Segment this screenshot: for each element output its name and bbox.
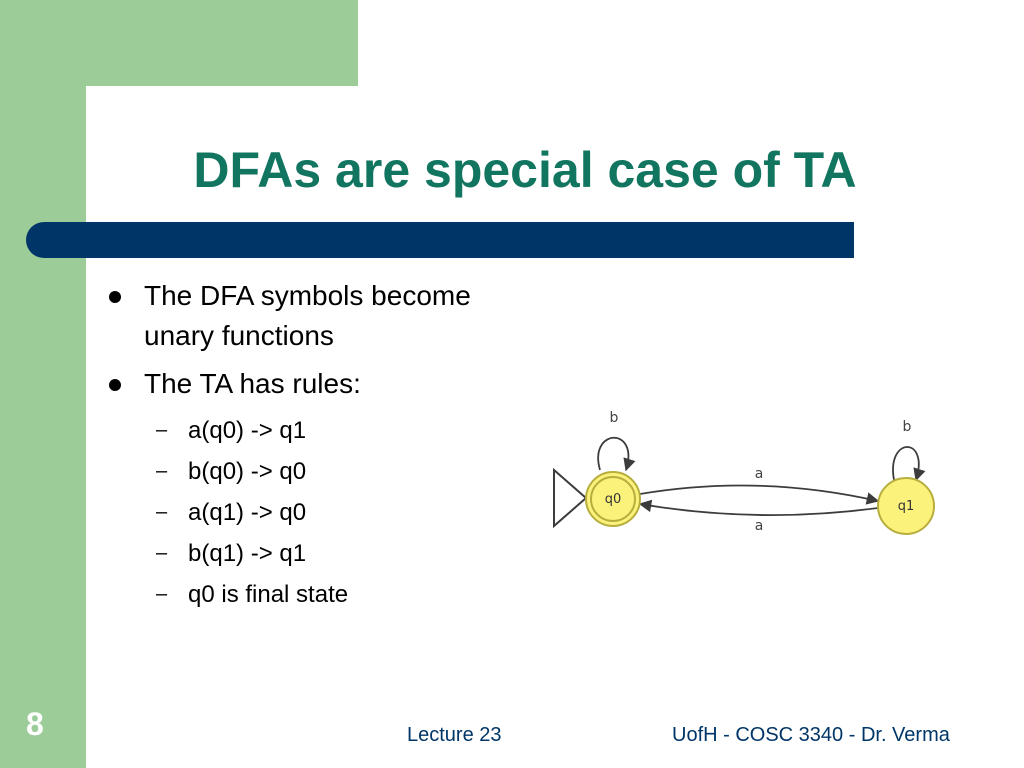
rule-text: a(q1) -> q0 [188,499,307,526]
bullet-dot-icon [109,379,121,391]
edge-label-q0-to-q1: a [755,466,764,482]
rule-text: q0 is final state [188,581,349,608]
rule-item: –q0 is final state [144,574,546,615]
footer-course: UofH - COSC 3340 - Dr. Verma [672,724,950,746]
bullet-list: The DFA symbols become unary functions T… [106,276,546,615]
start-arrow-icon [553,467,588,529]
bullet-item: The TA has rules: [106,364,546,404]
bullet-text: The TA has rules: [144,368,361,399]
state-q1 [877,477,935,535]
edge-q1-self-loop [892,446,926,482]
edge-q0-self-loop [597,436,636,472]
state-label-q0: q0 [605,492,622,507]
edge-label-q1-to-q0: a [755,518,764,534]
slide-title: DFAs are special case of TA [193,142,857,198]
dash-icon: – [156,460,168,482]
rule-item: –a(q0) -> q1 [144,410,546,451]
edge-q1-to-q0 [638,499,879,517]
state-q0 [585,471,641,527]
edge-q0-to-q1 [639,484,880,505]
dash-icon: – [156,419,168,441]
dash-icon: – [156,501,168,523]
left-decor-strip [0,0,86,768]
content-panel [86,86,1024,768]
rule-item: –a(q1) -> q0 [144,492,546,533]
rule-item: –b(q1) -> q1 [144,533,546,574]
title-underline-bar [26,222,854,258]
bullet-dot-icon [109,291,121,303]
dash-icon: – [156,542,168,564]
rule-item: –b(q0) -> q0 [144,451,546,492]
edge-label-q1-self: b [903,419,912,435]
rule-text: a(q0) -> q1 [188,417,307,444]
dfa-diagram: q0 q1 b b a a [553,410,935,535]
bullet-text: The DFA symbols become unary functions [144,280,471,351]
rule-text: b(q0) -> q0 [188,458,307,485]
edge-label-q0-self: b [610,410,619,426]
bullet-item: The DFA symbols become unary functions [106,276,546,356]
slide-number: 8 [26,706,44,742]
footer-lecture: Lecture 23 [407,724,502,746]
rule-list: –a(q0) -> q1 –b(q0) -> q0 –a(q1) -> q0 –… [144,410,546,615]
dash-icon: – [156,583,168,605]
rule-text: b(q1) -> q1 [188,540,307,567]
top-decor-band [0,0,358,86]
state-label-q1: q1 [898,499,915,514]
